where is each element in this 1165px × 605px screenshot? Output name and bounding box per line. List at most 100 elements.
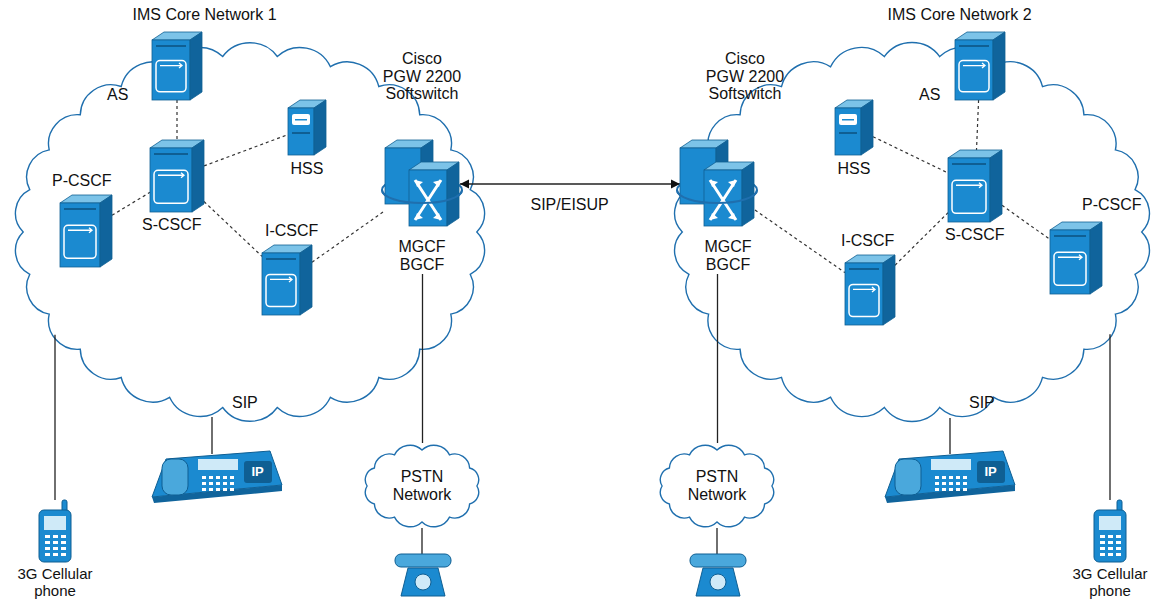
mobile-phone: 3G Cellular phone: [13, 500, 98, 599]
signaling-link: [312, 211, 385, 263]
box-front: [409, 170, 447, 226]
softswitch-node: Cisco PGW 2200 SoftswitchMGCF BGCF: [382, 50, 463, 274]
box-front: [1050, 230, 1090, 294]
switch-arrows: [415, 180, 441, 220]
sip-logo-frame: [849, 284, 879, 316]
box-front: [288, 108, 314, 155]
signaling-link: [1002, 205, 1050, 239]
protocol-label: SIP: [969, 394, 995, 412]
box-side: [300, 245, 312, 315]
sip-wire: [949, 418, 950, 454]
protocol-label: SIP: [232, 394, 258, 412]
phone-key: [61, 553, 66, 556]
switch-arrowheads: [710, 180, 736, 220]
device-badge-text: IP: [252, 465, 264, 479]
box-side: [190, 32, 202, 100]
pstn-cloud: PSTN Network: [360, 443, 484, 529]
server-label: HSS: [838, 160, 871, 178]
phone-label: 3G Cellular phone: [13, 566, 98, 599]
softswitch-icon: [680, 140, 755, 228]
server-node: I-CSCFSIP: [262, 222, 319, 315]
server-panel: [839, 114, 857, 125]
server-icon: [1050, 222, 1102, 294]
signaling-link: [895, 213, 948, 265]
server-node: HSS: [288, 100, 326, 178]
server-icon: [845, 255, 895, 325]
server-node: ASSIP: [107, 32, 202, 104]
sip-logo-arrow: [68, 228, 92, 233]
network-label: PSTN Network: [677, 468, 757, 503]
phone-key: [53, 535, 58, 538]
sip-logo-arrow: [270, 277, 292, 282]
signaling-link: [204, 202, 262, 257]
box-side: [883, 255, 895, 325]
function-label: MGCF BGCF: [701, 238, 756, 273]
link-label: SIP/EISUP: [531, 196, 609, 214]
phone-key: [1108, 541, 1113, 544]
phone-label: 3G Cellular phone: [1068, 566, 1153, 599]
box-front: [948, 158, 990, 222]
phone-key: [1100, 547, 1105, 550]
server-label: AS: [919, 86, 940, 104]
network-title: IMS Core Network 2: [888, 6, 1032, 24]
signaling-link: [755, 210, 845, 273]
server-slot: [839, 132, 857, 134]
server-slot: [64, 208, 96, 210]
network-link: [717, 274, 718, 443]
function-label: MGCF BGCF: [395, 238, 450, 273]
sip-logo-frame: [156, 61, 186, 92]
swirl-ring-front: [677, 190, 757, 203]
server-icon: [955, 32, 1005, 100]
phone-key: [61, 547, 66, 550]
box-side: [447, 162, 459, 226]
server-icon: [948, 150, 1002, 222]
box-front: [835, 108, 861, 155]
sip-logo-arrow: [160, 63, 182, 68]
sip-wire: [211, 417, 212, 454]
phone-key: [61, 541, 66, 544]
phone-dial: [710, 574, 726, 590]
sip-logo-arrow: [158, 173, 184, 178]
server-slot: [266, 258, 296, 260]
box-front: [704, 170, 742, 226]
phone-body: [696, 568, 740, 596]
swirl-ring-front: [382, 190, 462, 203]
phone-key: [1116, 547, 1121, 550]
phone-key: [53, 541, 58, 544]
sip-logo-frame: [959, 61, 989, 92]
server-icon: [152, 32, 202, 100]
server-slot: [292, 132, 310, 134]
server-label: S-CSCF: [142, 216, 202, 234]
server-panel-line: [295, 119, 307, 121]
pstn-phone: [690, 554, 746, 596]
phone-key: [45, 541, 50, 544]
sip-logo-arrow: [853, 287, 875, 292]
server-label: P-CSCF: [1082, 196, 1142, 214]
phone-key: [1116, 541, 1121, 544]
phone-handset: [690, 554, 746, 567]
pstn-cloud: PSTN Network: [655, 443, 779, 529]
box-front: [150, 148, 192, 212]
server-node: P-CSCFSIP: [1050, 196, 1142, 294]
server-node: S-CSCFSIP: [945, 150, 1005, 244]
network-link: [1109, 334, 1110, 500]
server-label: S-CSCF: [945, 226, 1005, 244]
server-panel: [292, 114, 310, 125]
switch-arrows: [710, 180, 736, 220]
box-side: [1090, 222, 1102, 294]
phone-key: [61, 535, 66, 538]
server-icon: [150, 140, 204, 212]
server-slot: [849, 268, 879, 270]
device-title: Cisco PGW 2200 Softswitch: [705, 50, 786, 103]
signaling-link: [977, 100, 979, 150]
cloud-path: [660, 445, 773, 526]
server-icon: [60, 195, 112, 267]
device-title: Cisco PGW 2200 Softswitch: [382, 50, 463, 103]
server-label: I-CSCF: [841, 232, 894, 250]
server-label: I-CSCF: [265, 222, 318, 240]
server-label: P-CSCF: [52, 172, 112, 190]
server-node: I-CSCFSIP: [841, 232, 895, 325]
signaling-link: [112, 192, 150, 215]
signaling-link: [204, 135, 288, 166]
